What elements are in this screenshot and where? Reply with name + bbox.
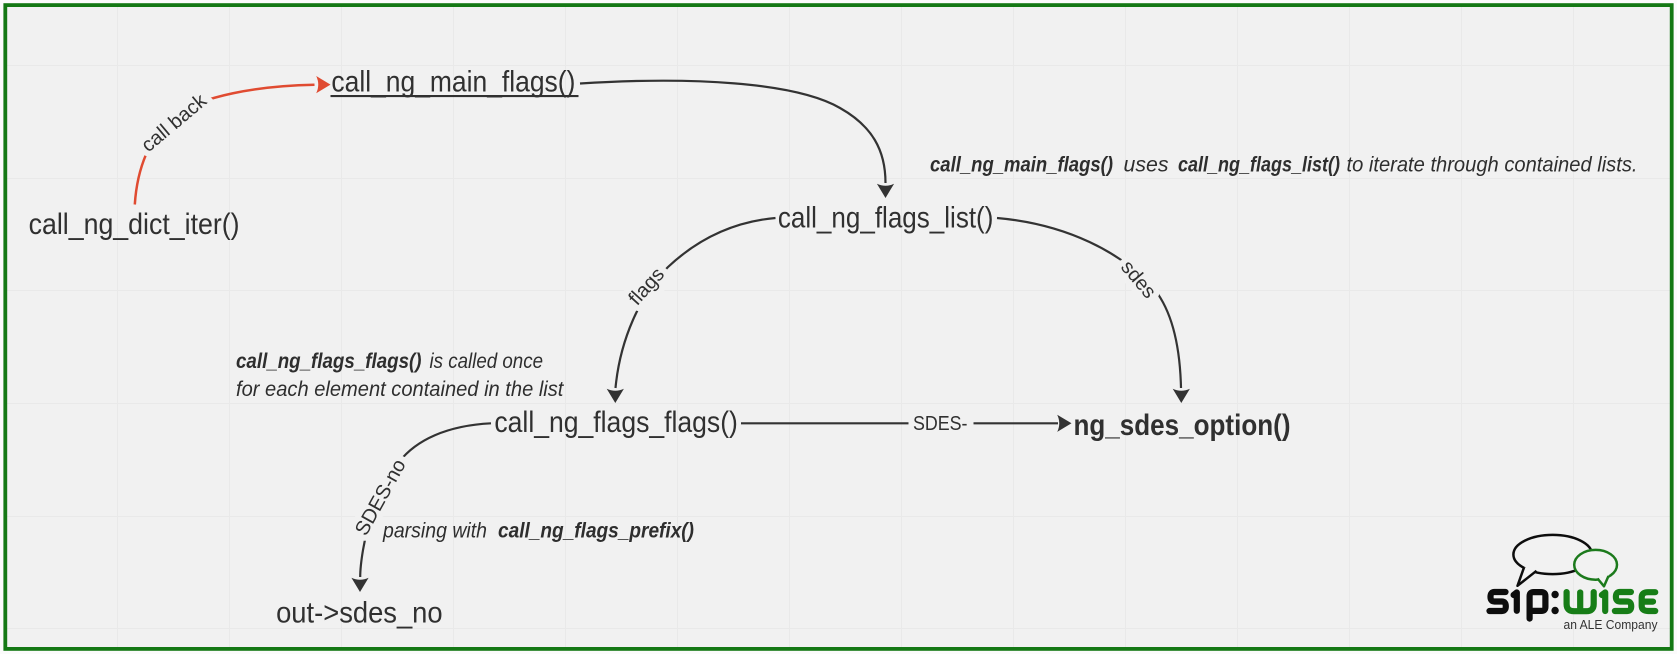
svg-text:for each element contained in: for each element contained in the list: [236, 378, 565, 401]
svg-text:call_ng_flags_list(): call_ng_flags_list(): [1178, 154, 1340, 177]
svg-text:call_ng_flags_flags(): call_ng_flags_flags(): [236, 350, 422, 373]
svg-text:ng_sdes_option(): ng_sdes_option(): [1074, 409, 1291, 442]
svg-text:parsing with: parsing with: [382, 520, 487, 543]
svg-text:an ALE Company: an ALE Company: [1564, 618, 1659, 632]
svg-text:call_ng_main_flags(): call_ng_main_flags(): [930, 154, 1113, 177]
svg-text:uses: uses: [1124, 154, 1170, 177]
svg-text:is called once: is called once: [430, 350, 544, 373]
svg-text:call_ng_flags_flags(): call_ng_flags_flags(): [494, 406, 738, 439]
svg-text:to iterate through contained l: to iterate through contained lists.: [1347, 154, 1638, 177]
svg-text:call_ng_flags_list(): call_ng_flags_list(): [778, 201, 994, 234]
svg-text:SDES-: SDES-: [913, 413, 968, 435]
svg-text:out->sdes_no: out->sdes_no: [276, 596, 443, 629]
svg-text:call_ng_flags_prefix(): call_ng_flags_prefix(): [498, 520, 694, 543]
svg-text:call_ng_dict_iter(): call_ng_dict_iter(): [29, 208, 240, 241]
svg-text:call_ng_main_flags(): call_ng_main_flags(): [331, 66, 575, 99]
